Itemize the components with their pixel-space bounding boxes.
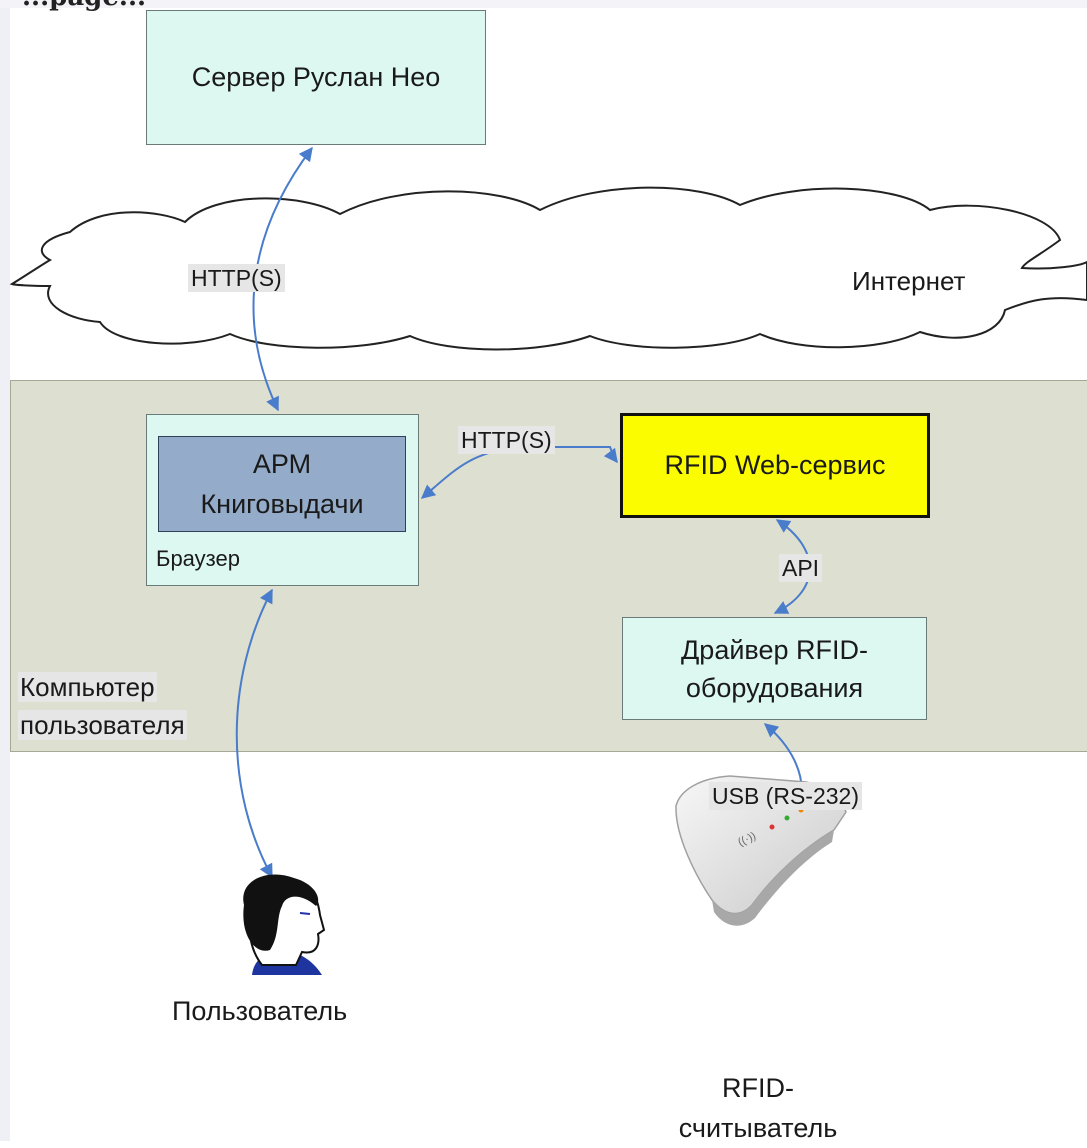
- top-text-fragment: ...page...: [22, 0, 146, 12]
- connector-browser-service: [420, 446, 618, 499]
- http-label-browser-service: HTTP(S): [458, 426, 555, 454]
- arm-label-line2: Книговыдачи: [200, 489, 364, 519]
- rfid-reader-label: RFID-считыватель: [652, 1068, 864, 1148]
- server-box: Сервер Руслан Нео: [146, 10, 486, 145]
- user-computer-label: Компьютер пользователя: [18, 668, 238, 744]
- arm-box: АРМ Книговыдачи: [158, 436, 406, 532]
- server-label: Сервер Руслан Нео: [191, 62, 441, 92]
- usb-label: USB (RS-232): [709, 782, 862, 810]
- api-label: API: [779, 554, 823, 582]
- internet-label: Интернет: [852, 266, 966, 296]
- driver-label-line1: Драйвер RFID-: [681, 634, 868, 665]
- rfid-web-service-label: RFID Web-сервис: [664, 450, 886, 480]
- driver-label-line2: оборудования: [685, 672, 864, 703]
- rfid-reader-device: ((·)): [675, 775, 847, 926]
- http-label-server-browser: HTTP(S): [188, 264, 285, 292]
- browser-label: Браузер: [156, 546, 240, 571]
- zone-label-line1: Компьютер: [18, 672, 157, 702]
- rfid-web-service-box: RFID Web-сервис: [620, 413, 930, 518]
- rfid-driver-box: Драйвер RFID-оборудования: [622, 617, 927, 720]
- left-edge-strip: [0, 0, 10, 1141]
- reader-label-line1: RFID-: [722, 1073, 794, 1103]
- zone-label-line2: пользователя: [18, 710, 187, 740]
- top-edge-strip: [0, 0, 1087, 8]
- user-icon: [243, 874, 326, 975]
- arm-label-line1: АРМ: [252, 449, 312, 479]
- connector-browser-user: [235, 588, 273, 879]
- user-label: Пользователь: [172, 996, 348, 1026]
- reader-label-line2: считыватель: [678, 1113, 838, 1143]
